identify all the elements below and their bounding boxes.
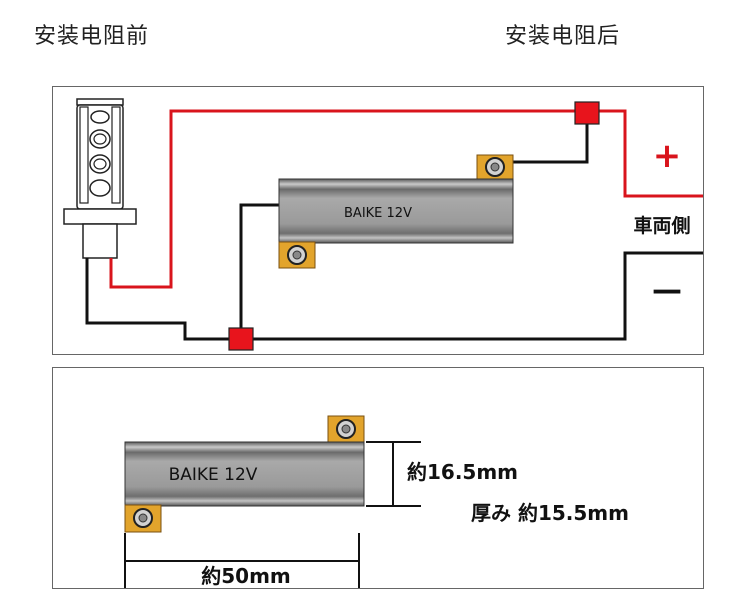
connector-icon <box>574 101 600 125</box>
resistor-label: BAIKE 12V <box>169 465 258 485</box>
length-label: 約50mm <box>201 564 291 588</box>
load-resistor <box>278 154 514 269</box>
connector-icon <box>228 327 254 351</box>
height-dimension <box>366 441 421 507</box>
positive-symbol: + <box>653 136 682 176</box>
resistor-label: BAIKE 12V <box>344 206 412 221</box>
dimension-diagram-panel: BAIKE 12V 約16.5mm 厚み 約15.5mm 約50mm <box>52 367 704 589</box>
led-bulb-icon <box>63 98 137 259</box>
wiring-diagram-panel: BAIKE 12V + — 車両側 <box>52 86 704 355</box>
thickness-label: 厚み 約15.5mm <box>471 501 629 525</box>
wiring-diagram: BAIKE 12V + — 車両側 <box>63 98 703 351</box>
dimension-diagram: BAIKE 12V 約16.5mm 厚み 約15.5mm 約50mm <box>124 415 629 588</box>
positive-wire <box>109 109 703 289</box>
after-install-label: 安装电阻后 <box>505 24 621 49</box>
load-resistor <box>124 415 365 533</box>
height-label: 約16.5mm <box>407 460 518 484</box>
negative-symbol: — <box>652 273 682 308</box>
before-install-label: 安装电阻前 <box>34 24 150 49</box>
vehicle-side-label: 車両側 <box>633 214 690 237</box>
